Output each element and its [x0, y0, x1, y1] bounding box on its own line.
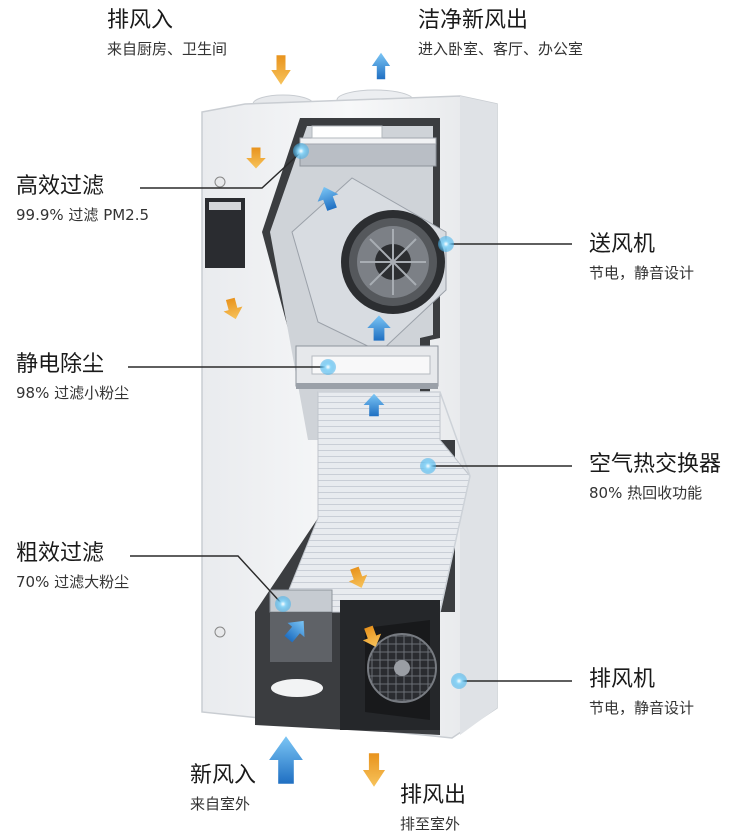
arrow-clean-out — [371, 52, 391, 80]
arrow-fresh-in — [269, 736, 303, 784]
label-electrostatic-sub: 98% 过滤小粉尘 — [16, 384, 130, 403]
dot-exhaust-fan — [451, 673, 467, 689]
label-exhaust-out: 排风出 排至室外 — [400, 783, 466, 833]
label-hepa: 高效过滤 99.9% 过滤 PM2.5 — [16, 174, 149, 224]
label-exhaust-in-title: 排风入 — [107, 8, 174, 33]
exhaust-fan — [340, 600, 440, 730]
label-hepa-title: 高效过滤 — [16, 174, 105, 199]
panel-screw-top — [214, 176, 226, 188]
label-heat-exchanger-title: 空气热交换器 — [589, 452, 722, 477]
supply-fan — [291, 177, 447, 353]
label-supply-fan-sub: 节电，静音设计 — [589, 264, 695, 283]
dot-supply-fan — [438, 236, 454, 252]
leader-lines — [128, 152, 572, 682]
label-coarse-filter: 粗效过滤 70% 过滤大粉尘 — [16, 541, 129, 591]
leader-hepa — [140, 152, 301, 189]
label-exhaust-fan: 排风机 节电，静音设计 — [589, 667, 694, 717]
dot-hepa — [293, 143, 309, 159]
panel-screw-bottom — [214, 626, 226, 638]
label-heat-exchanger: 空气热交换器 80% 热回收功能 — [589, 452, 721, 502]
leader-coarse-filter — [130, 555, 283, 605]
label-exhaust-fan-title: 排风机 — [589, 667, 656, 692]
label-exhaust-in-sub: 来自厨房、卫生间 — [107, 40, 228, 59]
callout-dots — [275, 143, 467, 689]
label-electrostatic-title: 静电除尘 — [16, 352, 105, 377]
dot-heat-exchanger — [420, 458, 436, 474]
label-supply-fan-title: 送风机 — [589, 232, 656, 257]
label-hepa-sub: 99.9% 过滤 PM2.5 — [16, 206, 150, 225]
arrow-exhaust-out — [362, 753, 386, 787]
label-fresh-in: 新风入 来自室外 — [190, 763, 256, 813]
dot-coarse-filter — [275, 596, 291, 612]
label-electrostatic: 静电除尘 98% 过滤小粉尘 — [16, 352, 129, 402]
label-clean-out-title: 洁净新风出 — [418, 8, 529, 33]
label-coarse-filter-title: 粗效过滤 — [16, 541, 105, 566]
label-supply-fan: 送风机 节电，静音设计 — [589, 232, 694, 282]
spec-sticker — [205, 198, 245, 268]
label-exhaust-out-sub: 排至室外 — [400, 815, 461, 834]
arrow-exhaust-in — [271, 55, 291, 85]
label-coarse-filter-sub: 70% 过滤大粉尘 — [16, 573, 130, 592]
label-clean-out: 洁净新风出 进入卧室、客厅、办公室 — [418, 8, 583, 58]
label-exhaust-out-title: 排风出 — [400, 783, 467, 808]
dot-electrostatic — [320, 359, 336, 375]
label-fresh-in-title: 新风入 — [190, 763, 257, 788]
hepa-filter — [299, 125, 437, 167]
label-clean-out-sub: 进入卧室、客厅、办公室 — [418, 40, 584, 59]
label-exhaust-in: 排风入 来自厨房、卫生间 — [107, 8, 227, 58]
label-fresh-in-sub: 来自室外 — [190, 795, 251, 814]
label-exhaust-fan-sub: 节电，静音设计 — [589, 699, 695, 718]
electrostatic-module — [295, 345, 439, 389]
heat-exchanger — [279, 391, 471, 613]
label-heat-exchanger-sub: 80% 热回收功能 — [589, 484, 703, 503]
